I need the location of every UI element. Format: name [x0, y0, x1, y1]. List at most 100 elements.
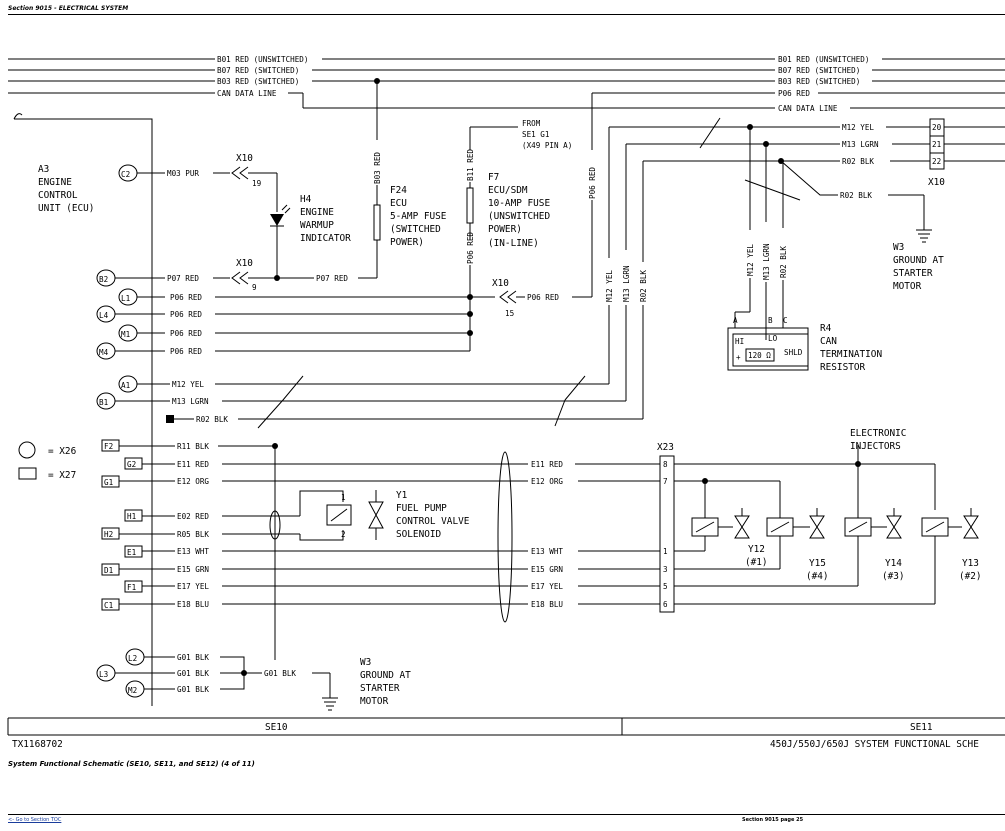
r4-label-1: CAN	[820, 336, 837, 347]
pin-l3: L3	[99, 670, 108, 679]
rect-pins: F2 G2 G1 H1 H2 E1 D1 F1 C1	[101, 439, 143, 611]
header-rule	[8, 14, 1005, 15]
wire-p07-a: P07 RED	[167, 274, 199, 283]
r4-plus: +	[736, 353, 741, 362]
injector-y12-num: (#1)	[745, 557, 768, 568]
r4-pin-c: C	[783, 316, 788, 325]
pin-b1: B1	[99, 398, 109, 407]
injectors-title-2: INJECTORS	[850, 441, 901, 452]
r4-ohm: 120 Ω	[748, 351, 771, 360]
injector-y15: Y15	[809, 558, 826, 569]
x23-pin-3: 3	[663, 565, 668, 574]
wire-e02: E02 RED	[177, 512, 209, 521]
legend-circle-icon	[18, 441, 36, 459]
wire-r02-r4-vertical: R02 BLK	[779, 246, 788, 278]
h4-label-1: ENGINE	[300, 207, 334, 218]
wire-m03: M03 PUR	[167, 169, 199, 178]
f24-label-1: ECU	[390, 198, 407, 209]
x10-pin-9: 9	[252, 283, 257, 292]
from-label-2: SE1 G1	[522, 130, 550, 139]
x10-pin-19: 19	[252, 179, 262, 188]
wire-e15: E15 GRN	[177, 565, 209, 574]
x23-pin-6: 6	[663, 600, 668, 609]
x10-label-right: X10	[492, 278, 509, 289]
wire-g01-l2: G01 BLK	[177, 653, 209, 662]
h4-id: H4	[300, 194, 312, 205]
wire-p06-f7-vertical: P06 RED	[466, 232, 475, 264]
ecu-label-2: CONTROL	[38, 190, 78, 201]
wire-g01-l3: G01 BLK	[177, 669, 209, 678]
circle-pins: C2 B2 L1 L4 M1 M4 A1 B1 L2 L3 M2	[96, 164, 145, 698]
wire-m13-right: M13 LGRN	[842, 140, 879, 149]
bus-can-left: CAN DATA LINE	[217, 89, 277, 98]
go-to-section-toc-link[interactable]: <- Go to Section TOC	[8, 817, 62, 823]
drawing-number: TX1168702	[12, 739, 63, 750]
wire-m12-right: M12 YEL	[842, 123, 874, 132]
x10-pin-22: 22	[932, 157, 941, 166]
section-header: Section 9015 - ELECTRICAL SYSTEM	[8, 5, 129, 12]
x10-pin-20: 20	[932, 123, 942, 132]
wire-e17-right: E17 YEL	[531, 582, 563, 591]
h4-label-3: INDICATOR	[300, 233, 351, 244]
wire-p07-b: P07 RED	[316, 274, 348, 283]
sheet-se10: SE10	[265, 722, 288, 733]
wire-e11: E11 RED	[177, 460, 209, 469]
h4-label-2: WARMUP	[300, 220, 334, 231]
y1-id: Y1	[396, 490, 408, 501]
wire-r02-ground: R02 BLK	[840, 191, 872, 200]
pin-c2: C2	[121, 170, 130, 179]
x10-label-top: X10	[236, 153, 253, 164]
wire-r11: R11 BLK	[177, 442, 209, 451]
sheet-se11: SE11	[910, 722, 933, 733]
wire-r02-vertical: R02 BLK	[639, 270, 648, 302]
wire-p06-m1: P06 RED	[170, 329, 202, 338]
f24-label-2: 5-AMP FUSE	[390, 211, 447, 222]
bus-p06-right: P06 RED	[778, 89, 810, 98]
wire-e18-right: E18 BLU	[531, 600, 563, 609]
pin-a1: A1	[121, 381, 131, 390]
wire-m13-r4-vertical: M13 LGRN	[762, 243, 771, 280]
page-number: Section 9015 page 25	[742, 817, 804, 823]
wire-m12-vertical: M12 YEL	[605, 270, 614, 302]
wire-m12-r4-vertical: M12 YEL	[746, 244, 755, 276]
legend-x26: = X26	[48, 446, 77, 457]
system-title: 450J/550J/650J SYSTEM FUNCTIONAL SCHE	[770, 739, 979, 750]
r4-id: R4	[820, 323, 832, 334]
f7-label-4: POWER)	[488, 224, 522, 235]
f7-label-5: (IN-LINE)	[488, 238, 539, 249]
bus-can-right: CAN DATA LINE	[778, 104, 838, 113]
r4-hi: HI	[735, 337, 744, 346]
ecu-label-3: UNIT (ECU)	[38, 203, 94, 214]
pin-l4: L4	[99, 311, 109, 320]
pin-m1: M1	[121, 330, 131, 339]
bus-b03-right: B03 RED (SWITCHED)	[778, 77, 860, 86]
w3-bot-id: W3	[360, 657, 371, 668]
injector-y15-num: (#4)	[806, 571, 829, 582]
x10-pin-15: 15	[505, 309, 514, 318]
pin-d1: D1	[104, 566, 114, 575]
r4-shld: SHLD	[784, 348, 803, 357]
wire-e17: E17 YEL	[177, 582, 209, 591]
pin-l2: L2	[128, 654, 137, 663]
f7-label-1: ECU/SDM	[488, 185, 528, 196]
bus-b01-left: B01 RED (UNSWITCHED)	[217, 55, 308, 64]
wire-p06-m4: P06 RED	[170, 347, 202, 356]
pin-m4: M4	[99, 348, 109, 357]
wire-e13-right: E13 WHT	[531, 547, 563, 556]
bus-b07-left: B07 RED (SWITCHED)	[217, 66, 299, 75]
x23-pin-1: 1	[663, 547, 668, 556]
w3-top-id: W3	[893, 242, 904, 253]
wire-p06-vertical: P06 RED	[588, 167, 597, 199]
wire-e18: E18 BLU	[177, 600, 209, 609]
pin-c1: C1	[104, 601, 114, 610]
x23-pin-8: 8	[663, 460, 668, 469]
x10-pin-21: 21	[932, 140, 942, 149]
pin-l1: L1	[121, 294, 131, 303]
f24-label-3: (SWITCHED	[390, 224, 441, 235]
figure-caption: System Functional Schematic (SE10, SE11,…	[8, 760, 255, 768]
f7-label-3: (UNSWITCHED	[488, 211, 550, 222]
x10-block	[929, 118, 945, 170]
pin-f2: F2	[104, 442, 113, 451]
pin-f1: F1	[127, 583, 137, 592]
bus-lines	[8, 58, 1005, 109]
